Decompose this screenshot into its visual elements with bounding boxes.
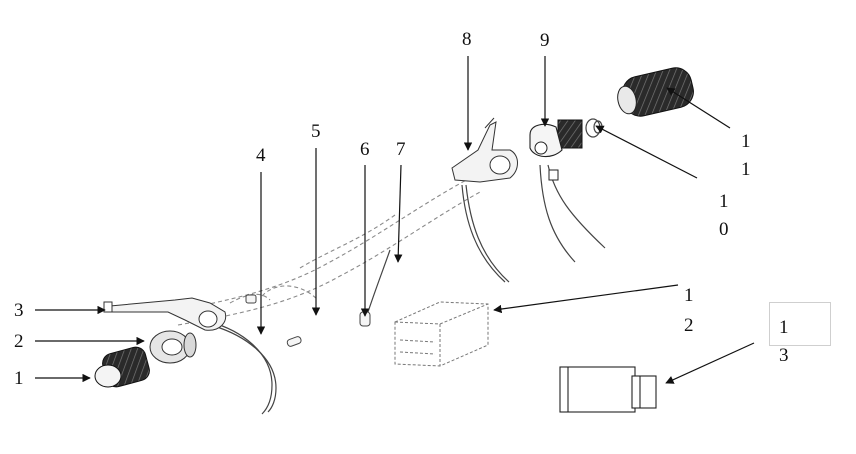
callout-13-box [769,302,831,346]
left-brake-lever [103,297,227,331]
callout-3: 3 [14,300,24,321]
leader-lines [35,56,755,384]
leader-11 [666,87,731,129]
cables [209,164,606,415]
callout-4: 4 [256,145,266,166]
callout-11: 1 1 [741,131,751,180]
connector-block [559,366,657,413]
callout-9: 9 [540,30,550,51]
callout-13: 1 3 [779,317,789,366]
callout-10: 1 0 [719,191,729,240]
callout-2: 2 [14,331,24,352]
controller-box [394,301,489,367]
bearing [149,330,197,364]
small-parts [245,294,371,347]
left-grip [94,346,150,388]
callout-5: 5 [311,121,321,142]
callout-6: 6 [360,139,370,160]
callout-12: 1 2 [684,285,694,336]
leader-13 [665,342,755,384]
right-grip [617,67,694,117]
leader-10 [595,125,698,179]
leader-7 [394,164,403,263]
callout-7: 7 [396,139,406,160]
callout-8: 8 [462,29,472,50]
callout-1: 1 [14,368,24,389]
throttle [529,119,583,181]
handlebar [169,177,481,326]
leader-12 [493,284,679,314]
right-brake-lever [451,117,518,183]
